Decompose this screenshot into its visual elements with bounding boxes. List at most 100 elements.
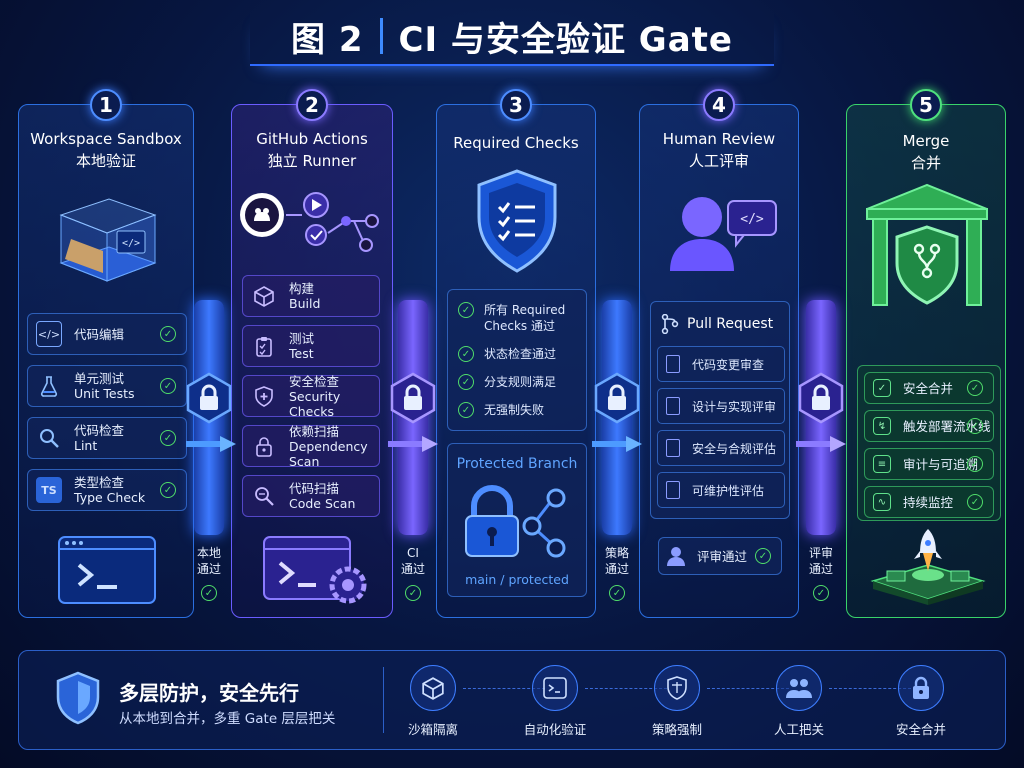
- check-row: ✓ 分支规则满足: [458, 374, 556, 390]
- svg-text:</>: </>: [122, 238, 140, 249]
- check-icon: ✓: [160, 482, 176, 498]
- shield-icon: [56, 671, 100, 725]
- lock-branch-icon: [465, 485, 566, 558]
- check-icon: ✓: [755, 548, 771, 564]
- divider: [383, 667, 384, 733]
- magnifier-icon: [36, 425, 62, 451]
- summary-step-sandbox: 沙箱隔离: [383, 665, 483, 738]
- pipeline-icon: ↯: [873, 417, 891, 435]
- checklist-item-code-edit: </> 代码编辑 ✓: [27, 313, 187, 355]
- arrow-right-icon: [388, 436, 438, 452]
- protected-branch-title: Protected Branch: [456, 456, 578, 472]
- stage-number-badge: 5: [910, 89, 942, 121]
- terminal-icon: [543, 677, 567, 699]
- person-icon: [667, 547, 685, 566]
- branch-name: main / protected: [465, 572, 569, 587]
- arrow-right-icon: [186, 436, 236, 452]
- protected-branch-card: Protected Branch main / protected: [447, 443, 587, 597]
- check-icon: ✓: [967, 494, 983, 510]
- summary-step-merge: 安全合并: [871, 665, 971, 738]
- summary-headline: 多层防护，安全先行: [119, 681, 299, 705]
- lock-icon: [798, 372, 844, 424]
- lock-icon: [913, 676, 929, 699]
- check-icon: ✓: [160, 326, 176, 342]
- pull-request-card: Pull Request 代码变更审查 设计与实现评审 安全与合规评估 可维护性…: [650, 301, 790, 519]
- typescript-icon: TS: [36, 477, 62, 503]
- review-item: 设计与实现评审: [657, 388, 785, 424]
- stage-title-en: Workspace Sandbox: [30, 130, 182, 148]
- gate-label: 本地通过: [196, 546, 221, 576]
- reviewer-icon: </>: [670, 197, 777, 271]
- review-item: 代码变更审查: [657, 346, 785, 382]
- summary-step-policy: 策略强制: [627, 665, 727, 738]
- check-icon: ✓: [967, 418, 983, 434]
- github-workflow-icon: [240, 192, 379, 252]
- check-icon: ✓: [405, 585, 421, 601]
- check-row: ✓ 无强制失败: [458, 402, 544, 418]
- step-connector: [585, 688, 667, 689]
- check-icon: ✓: [458, 346, 474, 362]
- stage-title-en: Required Checks: [453, 134, 579, 152]
- merge-action-safe-merge: ✓ 安全合并 ✓: [864, 372, 994, 404]
- stage-number-badge: 1: [90, 89, 122, 121]
- stage-title-zh: 本地验证: [75, 152, 136, 170]
- review-item: 安全与合规评估: [657, 430, 785, 466]
- merge-action-monitoring: ∿ 持续监控 ✓: [864, 486, 994, 518]
- shield-plus-icon: [251, 383, 277, 409]
- audit-icon: ≡: [873, 455, 891, 473]
- stage-number-badge: 2: [296, 89, 328, 121]
- scan-icon: [251, 483, 277, 509]
- check-row: ✓ 状态检查通过: [458, 346, 556, 362]
- merge-gate-shield-icon: [866, 183, 988, 306]
- document-icon: [666, 397, 680, 415]
- sandbox-box-icon: </>: [59, 198, 157, 282]
- check-icon: ✓: [160, 430, 176, 446]
- check-icon: ✓: [201, 585, 217, 601]
- summary-banner: 多层防护，安全先行 从本地到合并，多重 Gate 层层把关 沙箱隔离 自动化验证…: [18, 650, 1006, 750]
- git-branch-icon: [661, 314, 679, 334]
- people-icon: [786, 679, 812, 698]
- merge-action-deploy-pipeline: ↯ 触发部署流水线 ✓: [864, 410, 994, 442]
- monitor-chart-icon: ∿: [873, 493, 891, 511]
- stage-merge: 5 Merge 合并 ✓ 安全合并 ✓ ↯ 触发部署流水线 ✓ ≡ 审计与可追溯…: [846, 89, 1006, 618]
- code-icon: </>: [36, 321, 62, 347]
- check-icon: ✓: [967, 380, 983, 396]
- lock-icon: [594, 372, 640, 424]
- check-icon: ✓: [967, 456, 983, 472]
- rocket-launch-icon: [870, 529, 986, 605]
- item-label: 代码编辑: [74, 326, 125, 342]
- stage-title-en: Human Review: [662, 130, 776, 148]
- gate-label: 策略通过: [604, 546, 629, 576]
- merge-actions-list: ✓ 安全合并 ✓ ↯ 触发部署流水线 ✓ ≡ 审计与可追溯 ✓ ∿ 持续监控 ✓: [857, 365, 1001, 521]
- step-connector: [707, 688, 789, 689]
- terminal-gear-icon: [263, 536, 367, 604]
- summary-subtitle: 从本地到合并，多重 Gate 层层把关: [119, 711, 336, 727]
- stage-workspace-sandbox: 1 Workspace Sandbox 本地验证 </> </> 代码编辑 ✓ …: [18, 89, 194, 618]
- shield-checklist-icon: [477, 169, 557, 273]
- document-icon: [666, 439, 680, 457]
- step-connector: [829, 688, 911, 689]
- stage-title-en: Merge: [902, 132, 950, 150]
- cube-icon: [422, 677, 444, 700]
- check-square-icon: ✓: [873, 379, 891, 397]
- check-icon: ✓: [458, 302, 474, 318]
- stage-title-en: GitHub Actions: [256, 130, 368, 148]
- gate-label: 评审通过: [808, 546, 833, 576]
- title-divider: [379, 18, 383, 54]
- check-icon: ✓: [458, 402, 474, 418]
- clipboard-icon: [251, 333, 277, 359]
- lock-icon: [186, 372, 232, 424]
- pull-request-title: Pull Request: [687, 316, 774, 332]
